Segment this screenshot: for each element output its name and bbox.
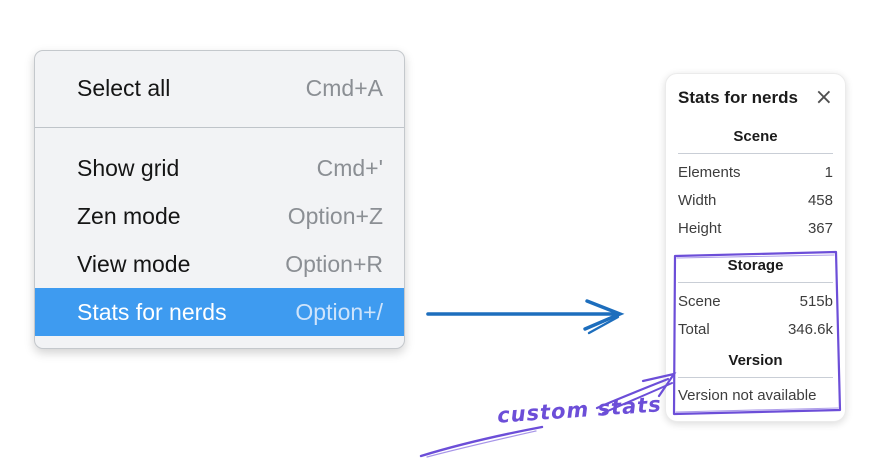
menu-item-label: Zen mode: [77, 202, 181, 229]
menu-item-shortcut: Option+Z: [287, 202, 383, 229]
stat-value: 346.6k: [787, 321, 833, 338]
stat-row-width: Width 458: [666, 192, 845, 210]
close-icon: ×: [814, 85, 833, 110]
stat-value: 367: [807, 220, 833, 237]
stat-row-elements: Elements 1: [666, 164, 845, 182]
stat-label: Width: [678, 192, 717, 209]
annotation-underline: [419, 425, 544, 458]
stat-row-total-storage: Total 346.6k: [666, 321, 845, 339]
stat-label: Elements: [678, 164, 741, 181]
stat-label: Total: [678, 321, 710, 338]
stat-label: Height: [678, 220, 722, 237]
menu-item-shortcut: Option+/: [295, 298, 383, 325]
stats-panel-header: Stats for nerds ×: [666, 74, 845, 109]
flow-arrow: [426, 299, 625, 335]
version-note: Version not available: [678, 387, 817, 404]
stat-row-scene-storage: Scene 515b: [666, 293, 845, 311]
menu-item-shortcut: Cmd+': [316, 154, 383, 181]
menu-divider: [35, 127, 404, 128]
section-heading-version: Version: [728, 352, 783, 369]
menu-item-shortcut: Cmd+A: [305, 74, 383, 101]
section-divider: [678, 282, 833, 283]
menu-item-stats-for-nerds[interactable]: Stats for nerds Option+/: [35, 288, 404, 336]
menu-item-select-all[interactable]: Select all Cmd+A: [35, 64, 404, 112]
stats-panel-title: Stats for nerds: [678, 88, 798, 107]
annotation-label: custom stats: [496, 392, 663, 428]
menu-item-label: Stats for nerds: [77, 298, 227, 325]
stat-row-height: Height 367: [666, 220, 845, 238]
menu-item-show-grid[interactable]: Show grid Cmd+': [35, 144, 404, 192]
section-heading-storage: Storage: [727, 257, 784, 274]
section-divider: [678, 377, 833, 378]
stats-panel: Stats for nerds × Scene Elements 1 Width…: [665, 73, 846, 422]
menu-item-label: Select all: [77, 74, 171, 101]
menu-item-label: View mode: [77, 250, 191, 277]
menu-item-view-mode[interactable]: View mode Option+R: [35, 240, 404, 288]
section-divider: [678, 153, 833, 154]
stat-value: 1: [824, 164, 833, 181]
menu-item-label: Show grid: [77, 154, 180, 181]
stat-label: Scene: [678, 293, 721, 310]
stat-value: 515b: [799, 293, 833, 310]
close-button[interactable]: ×: [815, 87, 833, 109]
section-heading-scene: Scene: [733, 128, 778, 145]
menu-item-shortcut: Option+R: [285, 250, 383, 277]
context-menu: Select all Cmd+A Show grid Cmd+' Zen mod…: [34, 50, 405, 349]
stat-value: 458: [807, 192, 833, 209]
menu-item-zen-mode[interactable]: Zen mode Option+Z: [35, 192, 404, 240]
